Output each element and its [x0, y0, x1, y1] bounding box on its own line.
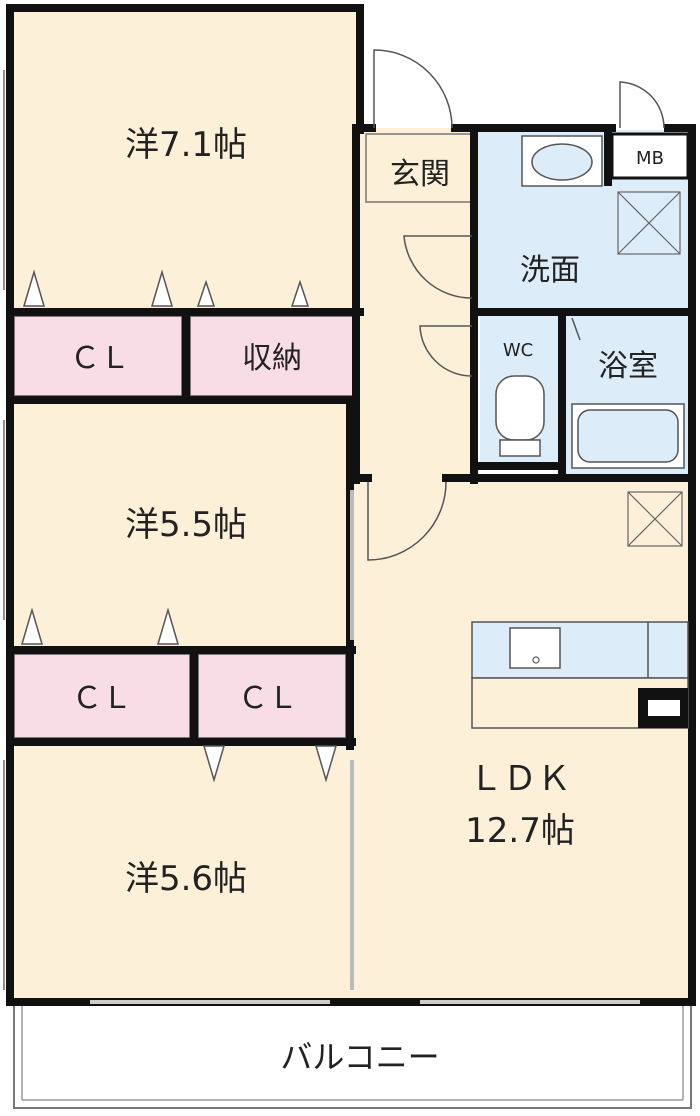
- ldk-floor: [352, 480, 691, 1002]
- closet-door-icon: [20, 269, 338, 783]
- bathroom-label: 浴室: [598, 349, 658, 384]
- bedroom-top-label: 洋7.1帖: [125, 125, 247, 165]
- refrigerator-inner: [648, 700, 680, 716]
- bedroom-top-floor: [10, 8, 360, 310]
- windows: [3, 70, 640, 1004]
- closet-right-label: ＣＬ: [238, 681, 298, 716]
- meter-box-label: MB: [636, 148, 664, 169]
- balcony-area: [13, 1003, 692, 1109]
- sink-basin: [531, 143, 593, 181]
- storage-top-label: 収納: [242, 341, 302, 376]
- toilet-label: WC: [503, 340, 533, 361]
- walls: [6, 4, 696, 1006]
- closet-top-label: ＣＬ: [70, 341, 130, 376]
- kitchen-sink-drain: [532, 656, 540, 664]
- bathtub-icon: [571, 403, 685, 469]
- closet-left-label: ＣＬ: [72, 681, 132, 716]
- bedroom-middle-floor: [10, 402, 352, 650]
- kitchen-sink-icon: [509, 627, 561, 669]
- vent-icon: [617, 191, 683, 547]
- entrance-label: 玄関: [390, 157, 450, 192]
- closet-left-floor: [13, 653, 191, 739]
- washroom-label: 洗面: [520, 253, 580, 288]
- balcony-label: バルコニー: [280, 1038, 439, 1076]
- toilet-icon: [495, 375, 545, 457]
- bedroom-bottom-floor: [10, 742, 352, 1002]
- entrance-floor: [365, 133, 475, 203]
- storage-top-floor: [189, 315, 355, 397]
- door-swing-icon: [367, 49, 665, 561]
- bathroom-door: [571, 317, 581, 341]
- bedroom-bottom-label: 洋5.6帖: [125, 859, 247, 899]
- ldk-label: ＬＤＫ: [469, 759, 571, 799]
- ldk-size-label: 12.7帖: [465, 811, 575, 851]
- bedroom-middle-label: 洋5.5帖: [125, 505, 247, 545]
